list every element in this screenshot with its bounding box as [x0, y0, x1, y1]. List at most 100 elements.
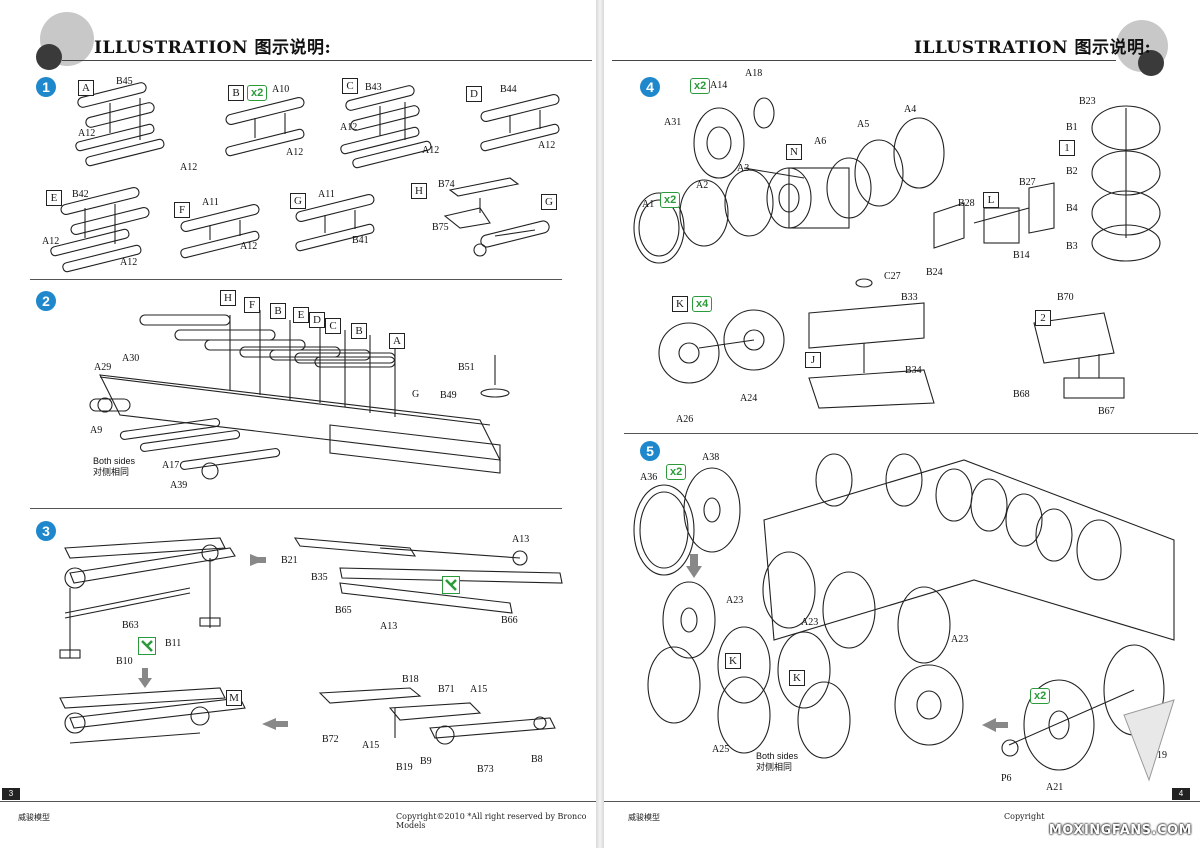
part-label: A12	[42, 236, 60, 247]
part-label: B75	[432, 222, 449, 233]
part-label: A12	[538, 140, 556, 151]
step4-box-L: L	[983, 192, 999, 208]
part-label: B44	[500, 84, 517, 95]
step1-qty-badge: x2	[247, 85, 268, 101]
part-label: B3	[1066, 241, 1078, 252]
part-label: A38	[702, 452, 720, 463]
footer-rule	[0, 801, 596, 802]
part-label: B34	[905, 365, 922, 376]
step2-box-D: D	[309, 312, 325, 328]
step2-box-B: B	[270, 303, 286, 319]
part-label: B9	[420, 756, 432, 767]
section-rule	[30, 279, 562, 280]
part-label: B19	[396, 762, 413, 773]
part-label: A23	[951, 634, 969, 645]
part-label: B10	[116, 656, 133, 667]
part-label: B23	[1079, 96, 1096, 107]
footer-rule	[604, 801, 1200, 802]
footer-brand: 威骏模型	[628, 813, 660, 822]
step1-box-H: H	[411, 183, 427, 199]
part-label: B49	[440, 390, 457, 401]
both-sides-note: Both sides 对侧相同	[93, 456, 136, 477]
left-page: ILLUSTRATION 图示说明: 1	[0, 0, 596, 848]
watermark: MOXINGFANS.COM	[1048, 823, 1192, 838]
page-number: 3	[2, 788, 20, 800]
step-badge-1: 1	[36, 77, 56, 97]
part-label: A21	[1046, 782, 1064, 793]
part-label: B74	[438, 179, 455, 190]
step1-box-B: B	[228, 85, 244, 101]
step5-box-K: K	[725, 653, 741, 669]
part-label: B63	[122, 620, 139, 631]
part-label: B71	[438, 684, 455, 695]
part-label: B42	[72, 189, 89, 200]
part-label: B24	[926, 267, 943, 278]
step4-box-J: J	[805, 352, 821, 368]
part-label: P6	[1001, 773, 1012, 784]
step1-box-D: D	[466, 86, 482, 102]
step2-box-B2: B	[351, 323, 367, 339]
step5-qty-badge: x2	[1030, 688, 1051, 704]
part-label: A12	[286, 147, 304, 158]
both-sides-note: Both sides 对侧相同	[756, 751, 799, 772]
page-gutter	[596, 0, 604, 848]
part-label: A9	[90, 425, 103, 436]
part-label: B73	[477, 764, 494, 775]
part-label: A12	[120, 257, 138, 268]
step1-box-C: C	[342, 78, 358, 94]
step4-box-K: K	[672, 296, 688, 312]
part-label: B1	[1066, 122, 1078, 133]
step-badge-5: 5	[640, 441, 660, 461]
step4-box-2: 2	[1035, 310, 1051, 326]
part-label: B18	[402, 674, 419, 685]
step3-box-M: M	[226, 690, 242, 706]
header-rule	[612, 60, 1116, 61]
part-label: A11	[202, 197, 219, 208]
part-label: B4	[1066, 203, 1078, 214]
step2-box-C: C	[325, 318, 341, 334]
step1-tube-drawings	[50, 82, 560, 273]
step4-qty-badge: x2	[660, 192, 681, 208]
step1-box-A: A	[78, 80, 94, 96]
part-label: B35	[311, 572, 328, 583]
part-label: A12	[240, 241, 258, 252]
part-label: B28	[958, 198, 975, 209]
part-label: A12	[340, 122, 358, 133]
part-label: A10	[272, 84, 290, 95]
part-label: B67	[1098, 406, 1115, 417]
step-badge-3: 3	[36, 521, 56, 541]
part-label: A14	[710, 80, 728, 91]
step1-box-F: F	[174, 202, 190, 218]
header-rule	[62, 60, 592, 61]
step5-running-gear-drawing	[633, 453, 1175, 782]
corner-circle-dark	[1138, 50, 1164, 76]
part-label: B45	[116, 76, 133, 87]
part-label: A31	[664, 117, 682, 128]
part-label: A23	[726, 595, 744, 606]
part-label: B14	[1013, 250, 1030, 261]
part-label: G	[412, 389, 420, 400]
section-rule	[624, 433, 1198, 434]
step1-box-E: E	[46, 190, 62, 206]
part-label: A11	[318, 189, 335, 200]
part-label: A1	[642, 199, 655, 210]
part-label: A26	[676, 414, 694, 425]
footer-copyright: Copyright©2010 *All right reserved by Br…	[396, 812, 587, 830]
part-label: B66	[501, 615, 518, 626]
part-label: B65	[335, 605, 352, 616]
step1-box-G2: G	[541, 194, 557, 210]
part-label: A18	[745, 68, 763, 79]
footer-copyright: Copyright	[1004, 812, 1045, 821]
step4-qty-badge: x4	[692, 296, 713, 312]
page-title: ILLUSTRATION 图示说明:	[94, 38, 332, 58]
part-label: B21	[281, 555, 298, 566]
part-label: A13	[380, 621, 398, 632]
part-label: A3	[737, 163, 750, 174]
part-label: A15	[470, 684, 488, 695]
part-label: A36	[640, 472, 658, 483]
part-label: B27	[1019, 177, 1036, 188]
part-label: B72	[322, 734, 339, 745]
part-label: A30	[122, 353, 140, 364]
part-label: A12	[78, 128, 96, 139]
part-label: A23	[801, 617, 819, 628]
